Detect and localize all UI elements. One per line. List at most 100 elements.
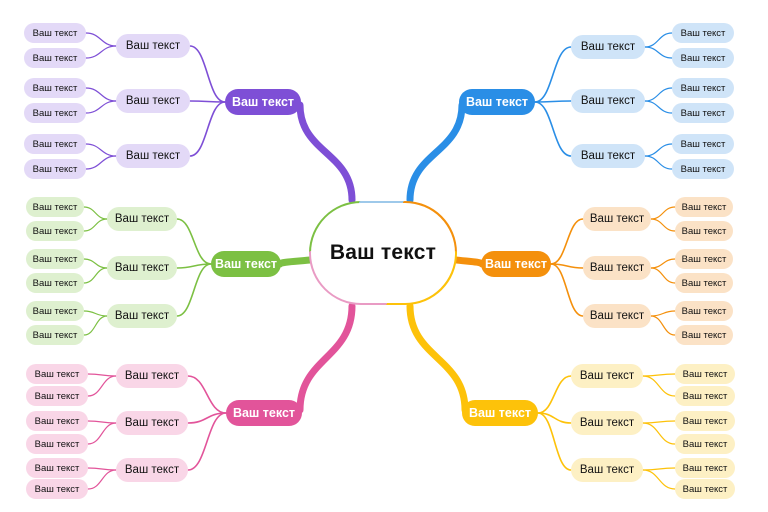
green-leaf-1-1[interactable]: Ваш текст <box>26 273 84 293</box>
pink-subtopic-1[interactable]: Ваш текст <box>116 411 188 435</box>
orange-subtopic-1[interactable]: Ваш текст <box>583 256 651 280</box>
orange-leaf-2-1[interactable]: Ваш текст <box>675 325 733 345</box>
blue-leaf-2-1[interactable]: Ваш текст <box>672 159 734 179</box>
green-leaf-2-0[interactable]: Ваш текст <box>26 301 84 321</box>
link-pink-leaf-1-0 <box>87 420 117 424</box>
purple-leaf-1-0[interactable]: Ваш текст <box>24 78 86 98</box>
blue-main-topic[interactable]: Ваш текст <box>459 89 535 115</box>
purple-subtopic-1[interactable]: Ваш текст <box>116 89 190 113</box>
link-yellow-sub-0 <box>537 375 572 414</box>
pink-subtopic-2[interactable]: Ваш текст <box>116 458 188 482</box>
pink-leaf-2-1[interactable]: Ваш текст <box>26 479 88 499</box>
link-orange-sub-2 <box>550 263 584 317</box>
green-subtopic-0[interactable]: Ваш текст <box>107 207 177 231</box>
purple-subtopic-0[interactable]: Ваш текст <box>116 34 190 58</box>
trunk-purple <box>296 101 356 204</box>
purple-main-topic[interactable]: Ваш текст <box>225 89 301 115</box>
link-pink-leaf-1-1 <box>87 422 117 445</box>
link-yellow-leaf-2-0 <box>642 467 676 471</box>
link-pink-leaf-0-1 <box>87 375 117 397</box>
blue-leaf-0-0[interactable]: Ваш текст <box>672 23 734 43</box>
link-pink-leaf-0-0 <box>87 373 117 377</box>
yellow-subtopic-1[interactable]: Ваш текст <box>571 411 643 435</box>
link-blue-sub-2 <box>534 101 572 157</box>
blue-subtopic-0[interactable]: Ваш текст <box>571 35 645 59</box>
link-green-leaf-1-0 <box>83 258 108 269</box>
link-purple-sub-0 <box>189 45 226 103</box>
trunk-yellow <box>406 302 469 414</box>
blue-leaf-1-0[interactable]: Ваш текст <box>672 78 734 98</box>
green-leaf-2-1[interactable]: Ваш текст <box>26 325 84 345</box>
purple-leaf-2-0[interactable]: Ваш текст <box>24 134 86 154</box>
link-green-sub-2 <box>176 263 212 317</box>
link-purple-leaf-0-1 <box>85 45 117 59</box>
link-orange-leaf-0-0 <box>650 206 676 220</box>
yellow-leaf-0-0[interactable]: Ваш текст <box>675 364 735 384</box>
blue-subtopic-2[interactable]: Ваш текст <box>571 144 645 168</box>
pink-leaf-1-0[interactable]: Ваш текст <box>26 411 88 431</box>
link-purple-leaf-1-1 <box>85 100 117 114</box>
yellow-main-topic[interactable]: Ваш текст <box>462 400 538 426</box>
blue-leaf-2-0[interactable]: Ваш текст <box>672 134 734 154</box>
link-green-leaf-0-0 <box>83 206 108 220</box>
orange-main-topic[interactable]: Ваш текст <box>481 251 551 277</box>
link-yellow-leaf-1-0 <box>642 420 676 424</box>
pink-leaf-2-0[interactable]: Ваш текст <box>26 458 88 478</box>
yellow-leaf-2-1[interactable]: Ваш текст <box>675 479 735 499</box>
pink-subtopic-0[interactable]: Ваш текст <box>116 364 188 388</box>
purple-leaf-2-1[interactable]: Ваш текст <box>24 159 86 179</box>
orange-leaf-0-0[interactable]: Ваш текст <box>675 197 733 217</box>
pink-leaf-0-1[interactable]: Ваш текст <box>26 386 88 406</box>
purple-subtopic-2[interactable]: Ваш текст <box>116 144 190 168</box>
pink-leaf-0-0[interactable]: Ваш текст <box>26 364 88 384</box>
pink-leaf-1-1[interactable]: Ваш текст <box>26 434 88 454</box>
orange-leaf-2-0[interactable]: Ваш текст <box>675 301 733 321</box>
yellow-subtopic-2[interactable]: Ваш текст <box>571 458 643 482</box>
link-blue-leaf-0-1 <box>644 46 673 59</box>
green-leaf-1-0[interactable]: Ваш текст <box>26 249 84 269</box>
orange-subtopic-2[interactable]: Ваш текст <box>583 304 651 328</box>
yellow-leaf-2-0[interactable]: Ваш текст <box>675 458 735 478</box>
link-purple-leaf-2-1 <box>85 155 117 170</box>
link-blue-leaf-1-0 <box>644 87 673 102</box>
blue-subtopic-1[interactable]: Ваш текст <box>571 89 645 113</box>
orange-leaf-1-0[interactable]: Ваш текст <box>675 249 733 269</box>
purple-leaf-0-1[interactable]: Ваш текст <box>24 48 86 68</box>
green-leaf-0-1[interactable]: Ваш текст <box>26 221 84 241</box>
link-yellow-leaf-0-1 <box>642 375 676 397</box>
yellow-leaf-1-1[interactable]: Ваш текст <box>675 434 735 454</box>
orange-leaf-0-1[interactable]: Ваш текст <box>675 221 733 241</box>
orange-leaf-1-1[interactable]: Ваш текст <box>675 273 733 293</box>
yellow-leaf-0-1[interactable]: Ваш текст <box>675 386 735 406</box>
link-green-leaf-2-0 <box>83 310 108 317</box>
link-green-leaf-2-1 <box>83 315 108 336</box>
link-purple-leaf-2-0 <box>85 143 117 157</box>
green-main-topic[interactable]: Ваш текст <box>211 251 281 277</box>
link-orange-leaf-2-1 <box>650 315 676 336</box>
pink-main-topic[interactable]: Ваш текст <box>226 400 302 426</box>
green-subtopic-1[interactable]: Ваш текст <box>107 256 177 280</box>
link-purple-sub-2 <box>189 101 226 157</box>
link-orange-leaf-0-1 <box>650 218 676 232</box>
blue-leaf-0-1[interactable]: Ваш текст <box>672 48 734 68</box>
green-leaf-0-0[interactable]: Ваш текст <box>26 197 84 217</box>
link-pink-leaf-2-0 <box>87 467 117 471</box>
link-yellow-sub-2 <box>537 412 572 471</box>
yellow-subtopic-0[interactable]: Ваш текст <box>571 364 643 388</box>
green-subtopic-2[interactable]: Ваш текст <box>107 304 177 328</box>
central-topic[interactable]: Ваш текст <box>311 203 455 303</box>
trunk-pink <box>296 302 356 414</box>
link-green-leaf-1-1 <box>83 267 108 284</box>
link-blue-sub-0 <box>534 46 572 103</box>
link-purple-sub-1 <box>189 100 226 103</box>
orange-subtopic-0[interactable]: Ваш текст <box>583 207 651 231</box>
yellow-leaf-1-0[interactable]: Ваш текст <box>675 411 735 431</box>
purple-leaf-0-0[interactable]: Ваш текст <box>24 23 86 43</box>
link-orange-leaf-2-0 <box>650 310 676 317</box>
link-purple-leaf-1-0 <box>85 87 117 102</box>
purple-leaf-1-1[interactable]: Ваш текст <box>24 103 86 123</box>
link-blue-leaf-2-1 <box>644 155 673 170</box>
blue-leaf-1-1[interactable]: Ваш текст <box>672 103 734 123</box>
link-yellow-leaf-0-0 <box>642 373 676 377</box>
